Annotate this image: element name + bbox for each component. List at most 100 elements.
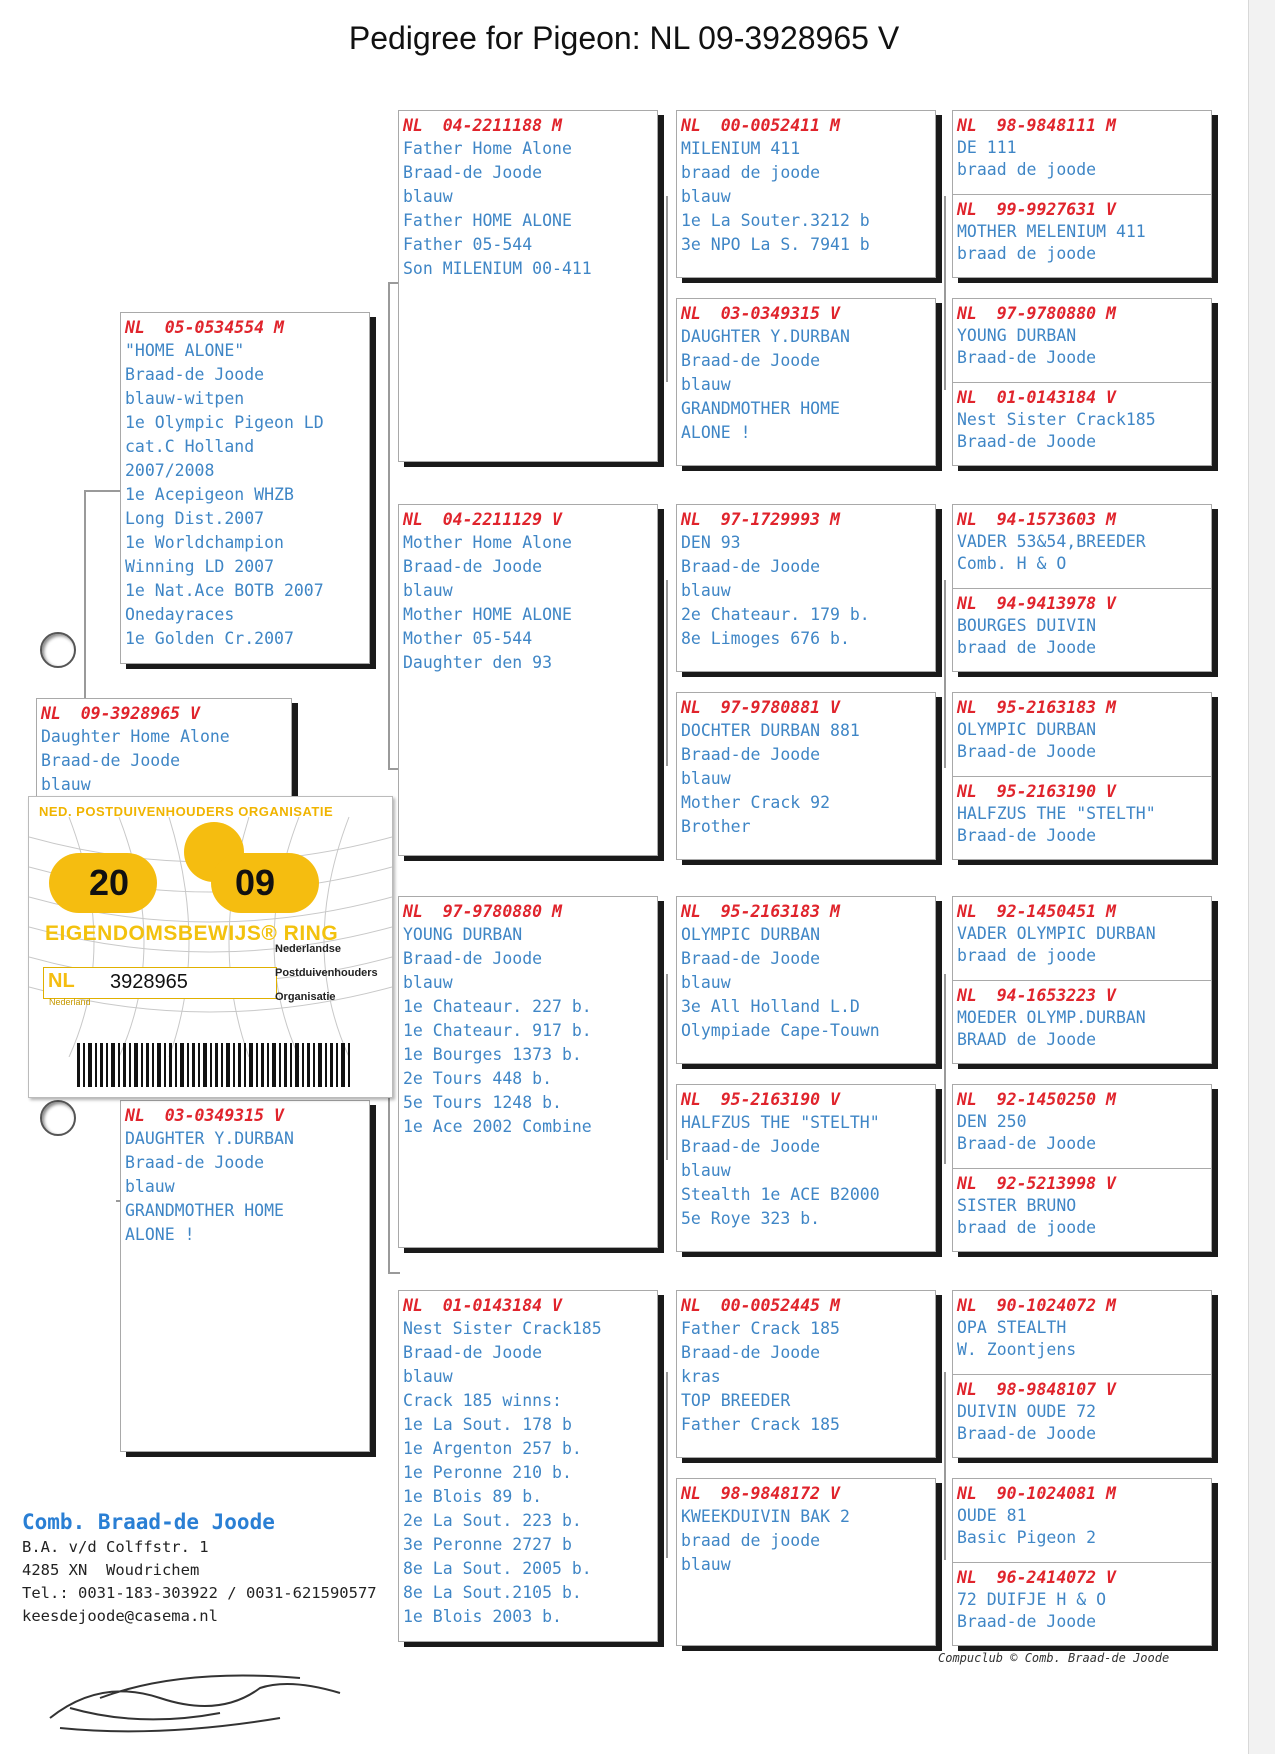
ring-number: NL 04-2211129 V: [403, 510, 562, 529]
ring-ownership-label: NED. POSTDUIVENHOUDERS ORGANISATIE 20 09…: [28, 796, 393, 1098]
signature: [49, 1674, 341, 1733]
pigeon-detail-line: Braad-de Joode: [957, 826, 1097, 845]
pigeon-detail-line: Braad-de Joode: [681, 745, 821, 764]
pigeon-detail-line: 1e La Sout. 178 b: [403, 1415, 572, 1434]
pigeon-detail-line: Braad-de Joode: [403, 949, 543, 968]
page-title: Pedigree for Pigeon: NL 09-3928965 V: [348, 20, 900, 56]
pigeon-detail-line: 8e La Sout.2105 b.: [403, 1583, 582, 1602]
pigeon-detail-line: ALONE !: [125, 1225, 195, 1244]
pigeon-detail-line: YOUNG DURBAN: [403, 925, 523, 944]
pigeon-detail-line: braad de joode: [957, 244, 1097, 263]
pigeon-detail-line: DE 111: [957, 138, 1017, 157]
pigeon-detail-line: BRAAD de Joode: [957, 1030, 1097, 1049]
ring-number: NL 95-2163183 M: [957, 698, 1116, 717]
pigeon-detail-line: Nest Sister Crack185: [403, 1319, 602, 1338]
pigeon-detail-line: 2e La Sout. 223 b.: [403, 1511, 582, 1530]
pigeon-detail-line: Braad-de Joode: [681, 557, 821, 576]
label-header: NED. POSTDUIVENHOUDERS ORGANISATIE: [39, 804, 334, 819]
ring-number: NL 90-1024081 M: [957, 1484, 1116, 1503]
pigeon-detail-line: blauw: [681, 769, 731, 788]
pigeon-detail-line: KWEEKDUIVIN BAK 2: [681, 1507, 850, 1526]
ring-number: NL 98-9848172 V: [681, 1484, 840, 1503]
pigeon-detail-line: 8e La Sout. 2005 b.: [403, 1559, 592, 1578]
pigeon-detail-line: Braad-de Joode: [403, 163, 543, 182]
connector-line: [388, 282, 390, 770]
pigeon-detail-line: OLYMPIC DURBAN: [681, 925, 821, 944]
ring-number: NL 99-9927631 V: [957, 200, 1116, 219]
breeder-address: B.A. v/d Colffstr. 1: [22, 1538, 209, 1556]
pigeon-detail-line: blauw: [681, 581, 731, 600]
connector-line: [666, 1372, 668, 1558]
connector-line: [388, 768, 400, 770]
pigeon-detail-line: VADER 53&54,BREEDER: [957, 532, 1146, 551]
ring-number: NL 01-0143184 V: [403, 1296, 562, 1315]
pigeon-card-father[interactable]: NL 05-0534554 M"HOME ALONE"Braad-de Jood…: [120, 312, 370, 664]
pigeon-detail-line: VADER OLYMPIC DURBAN: [957, 924, 1156, 943]
pigeon-detail-line: 1e Blois 2003 b.: [403, 1607, 562, 1626]
pigeon-detail-line: Braad-de Joode: [957, 1612, 1097, 1631]
pigeon-card-mother-father[interactable]: NL 97-9780880 M YOUNG DURBAN Braad-de Jood…: [398, 896, 658, 1248]
year-left: 20: [89, 862, 130, 903]
pigeon-detail-line: Braad-de Joode: [957, 742, 1097, 761]
pigeon-detail-line: Brother: [681, 817, 751, 836]
ring-number: NL 97-9780880 M: [403, 902, 562, 921]
pigeon-detail-line: blauw: [403, 187, 453, 206]
pigeon-detail-line: Father 05-544: [403, 235, 533, 254]
pigeon-detail-line: cat.C Holland: [125, 437, 255, 456]
pigeon-detail-line: Braad-de Joode: [125, 1153, 265, 1172]
pigeon-detail-line: 1e Ace 2002 Combine: [403, 1117, 592, 1136]
pigeon-detail-line: Mother 05-544: [403, 629, 533, 648]
pigeon-entry: NL 97-9780880 M YOUNG DURBAN Braad-de Jood…: [399, 897, 657, 1247]
pigeon-detail-line: GRANDMOTHER HOME: [125, 1201, 284, 1220]
pigeon-detail-line: Daughter Home Alone: [41, 727, 230, 746]
pigeon-detail-line: 1e Acepigeon WHZB: [125, 485, 294, 504]
pigeon-detail-line: 1e Bourges 1373 b.: [403, 1045, 582, 1064]
ring-number: NL 98-9848111 M: [957, 116, 1116, 135]
ring-number: NL 94-9413978 V: [957, 594, 1116, 613]
ring-number: NL 03-0349315 V: [681, 304, 840, 323]
pigeon-detail-line: 3e Peronne 2727 b: [403, 1535, 572, 1554]
ring-number: NL 94-1653223 V: [957, 986, 1116, 1005]
org-line: Organisatie: [275, 991, 336, 1003]
pigeon-detail-line: TOP BREEDER: [681, 1391, 791, 1410]
pigeon-detail-line: 2e Tours 448 b.: [403, 1069, 553, 1088]
pigeon-detail-line: DAUGHTER Y.DURBAN: [125, 1129, 294, 1148]
npo-org-block: Nederlandse Postduivenhouders Organisati…: [275, 937, 378, 1009]
pigeon-detail-line: Basic Pigeon 2: [957, 1528, 1097, 1547]
connector-line: [944, 974, 946, 1164]
pigeon-detail-line: MOEDER OLYMP.DURBAN: [957, 1008, 1146, 1027]
ring-number: NL 97-9780880 M: [957, 304, 1116, 323]
pigeon-detail-line: 1e Golden Cr.2007: [125, 629, 294, 648]
breeder-email[interactable]: keesdejoode@casema.nl: [22, 1607, 218, 1625]
